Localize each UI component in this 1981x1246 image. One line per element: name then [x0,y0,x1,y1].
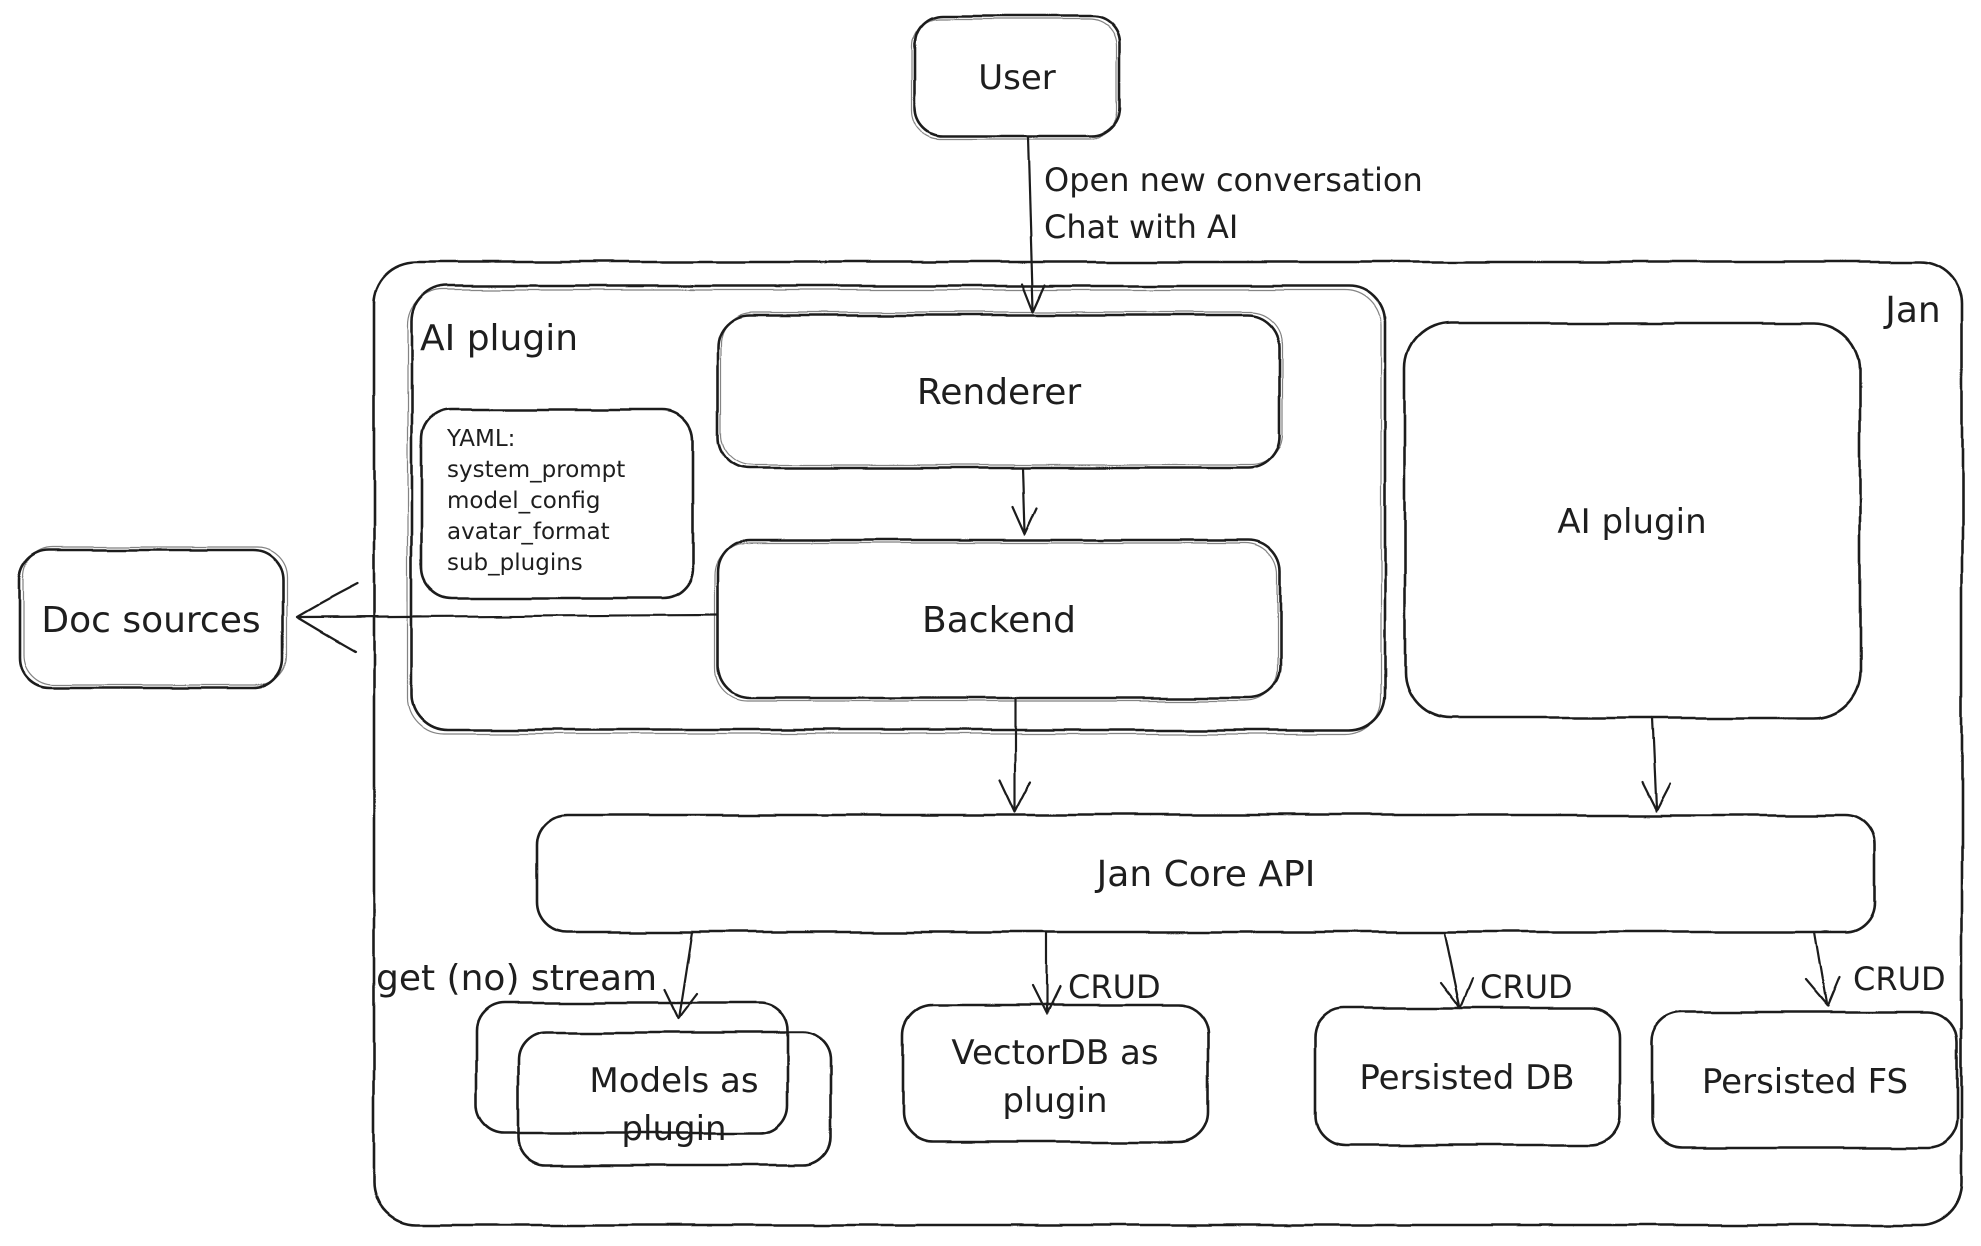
vectordb-plugin-label-line1: VectorDB as [951,1033,1158,1073]
user-node [913,14,1122,138]
backend-node-sketch-line [714,542,1278,702]
jan-container [372,260,1964,1227]
user-label: User [978,58,1056,98]
diagram-labels: User Open new conversation Chat with AI … [41,58,1945,1149]
doc-sources-label: Doc sources [41,600,260,641]
arrow-jan-core-to-models [662,930,699,1021]
models-plugin-node [516,1031,833,1167]
persisted-fs-label: Persisted FS [1702,1062,1908,1102]
persisted-db-label: Persisted DB [1359,1058,1574,1098]
yaml-note-line: model_config [447,488,601,514]
yaml-note-text: YAML: system_prompt model_config avatar_… [446,426,625,576]
yaml-note-line: sub_plugins [447,550,583,576]
edge-label-crud-persisted-fs: CRUD [1853,960,1946,998]
jan-core-api-node [535,813,1877,934]
jan-container-label: Jan [1883,290,1941,331]
ai-plugin-group [410,284,1387,732]
arrow-renderer-to-backend [1010,466,1038,536]
doc-sources-node [18,548,285,690]
arrow-ai-plugin-to-jan-core [1640,716,1672,812]
renderer-node-sketch-line [720,311,1284,466]
ai-plugin-label: AI plugin [1557,502,1706,542]
yaml-note-line: YAML: [446,426,515,452]
edge-label-crud-vectordb: CRUD [1068,968,1161,1006]
models-plugin-label-line2: plugin [621,1109,726,1149]
arrow-user-to-renderer [1020,135,1047,314]
yaml-note-line: avatar_format [447,519,610,545]
jan-core-api-label: Jan Core API [1095,854,1316,895]
vectordb-plugin-label-line2: plugin [1002,1081,1107,1121]
ai-plugin-node [1403,321,1862,720]
edge-label-open-new-conversation: Open new conversation [1044,161,1423,199]
backend-label: Backend [922,600,1076,641]
arrow-backend-to-doc-sources [295,582,720,653]
persisted-db-node [1313,1006,1622,1147]
persisted-fs-node [1650,1010,1960,1150]
yaml-note-line: system_prompt [447,457,625,483]
edge-label-chat-with-ai: Chat with AI [1044,208,1238,246]
ai-plugin-group-sketch-line [407,289,1382,735]
arrow-backend-to-jan-core [998,696,1033,814]
ai-plugin-group-label: AI plugin [420,318,578,359]
doc-sources-node-sketch-line [23,546,288,686]
edge-label-crud-persisted-db: CRUD [1480,968,1573,1006]
models-plugin-node-outer [474,1001,790,1135]
arrow-jan-core-to-vectordb [1031,930,1062,1016]
user-node-sketch-line [911,18,1118,140]
models-plugin-label-line1: Models as [589,1061,758,1101]
renderer-node [716,313,1282,470]
yaml-note [420,408,695,600]
arrow-jan-core-to-persisted-db [1438,932,1474,1010]
edge-label-get-no-stream: get (no) stream [376,958,657,999]
renderer-label: Renderer [917,372,1082,413]
arrow-jan-core-to-persisted-fs [1804,930,1842,1008]
vectordb-plugin-node [901,1003,1210,1144]
backend-node [716,538,1282,700]
